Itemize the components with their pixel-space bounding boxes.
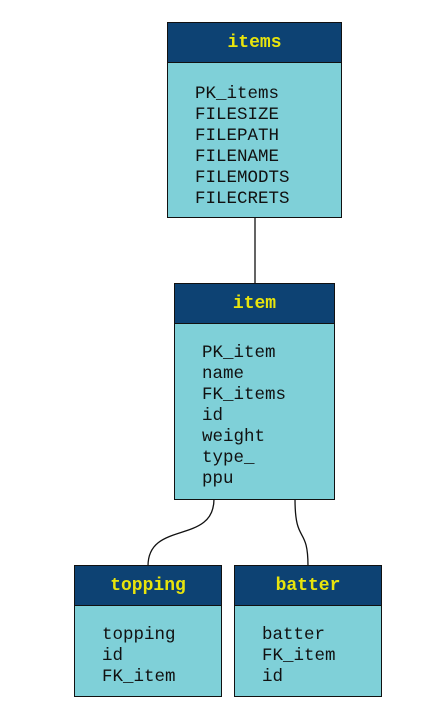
entity-items[interactable]: items PK_items FILESIZE FILEPATH FILENAM… bbox=[167, 22, 342, 218]
entity-title: batter bbox=[235, 566, 381, 606]
field: id bbox=[102, 646, 124, 666]
field-list: topping id FK_item bbox=[75, 606, 221, 688]
field: topping bbox=[102, 625, 176, 645]
field: FK_items bbox=[202, 385, 287, 405]
field: FILENAME bbox=[195, 147, 280, 167]
field: FK_item bbox=[102, 667, 176, 687]
item-batter-connector bbox=[294, 498, 309, 567]
entity-title: topping bbox=[75, 566, 221, 606]
field: batter bbox=[262, 625, 326, 645]
field: FILEPATH bbox=[195, 126, 280, 146]
entity-topping[interactable]: topping topping id FK_item bbox=[74, 565, 222, 697]
field: PK_item bbox=[202, 343, 276, 363]
field: FILESIZE bbox=[195, 105, 280, 125]
field: FILECRETS bbox=[195, 189, 290, 209]
field: id bbox=[262, 667, 284, 687]
field: FK_item bbox=[262, 646, 336, 666]
field: name bbox=[202, 364, 245, 384]
entity-title: items bbox=[168, 23, 341, 63]
field-list: PK_item name FK_items id weight type_ pp… bbox=[175, 324, 334, 490]
field: PK_items bbox=[195, 84, 280, 104]
field: FILEMODTS bbox=[195, 168, 290, 188]
field-list: batter FK_item id bbox=[235, 606, 381, 688]
field: weight bbox=[202, 427, 266, 447]
field: ppu bbox=[202, 469, 234, 489]
field: type_ bbox=[202, 448, 255, 468]
item-topping-connector bbox=[147, 498, 215, 567]
entity-batter[interactable]: batter batter FK_item id bbox=[234, 565, 382, 697]
entity-item[interactable]: item PK_item name FK_items id weight typ… bbox=[174, 283, 335, 500]
entity-title: item bbox=[175, 284, 334, 324]
field-list: PK_items FILESIZE FILEPATH FILENAME FILE… bbox=[168, 63, 341, 210]
field: id bbox=[202, 406, 224, 426]
